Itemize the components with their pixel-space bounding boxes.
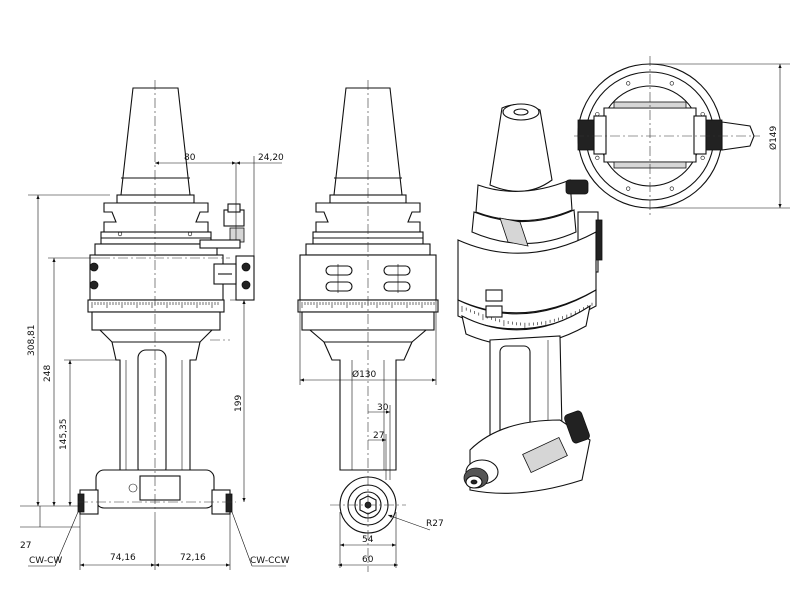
top-view-bolt-holes (595, 81, 705, 191)
dim-54: 54 (362, 535, 374, 545)
dim-27: 27 (373, 431, 384, 441)
label-cw-cw: CW-CW (29, 556, 62, 566)
top-view (574, 56, 760, 216)
dim-248: 248 (43, 365, 53, 382)
dim-199: 199 (234, 395, 244, 412)
side-view-dimensions: Ø130 30 27 R27 54 60 (299, 300, 444, 568)
isometric-view (457, 103, 603, 494)
dim-27-side: 27 (20, 541, 31, 551)
dim-60: 60 (362, 555, 374, 565)
dim-145-35: 145,35 (59, 419, 69, 451)
dim-80: 80 (184, 153, 196, 163)
front-view (77, 80, 255, 520)
side-view (297, 80, 439, 572)
label-cw-ccw: CW-CCW (250, 556, 290, 566)
dim-dia130: Ø130 (352, 369, 377, 380)
front-view-dimensions: 80 24,20 308,81 248 145,35 199 27 74,16 … (20, 153, 290, 570)
dim-308-81: 308,81 (27, 325, 37, 357)
side-slots (325, 264, 411, 293)
top-view-dimensions: Ø149 (650, 63, 790, 209)
dim-30: 30 (377, 403, 389, 413)
dim-r27: R27 (426, 519, 444, 529)
dim-24-20: 24,20 (258, 153, 284, 163)
scale-ticks-left (91, 302, 219, 308)
dim-dia149: Ø149 (768, 125, 779, 150)
dim-74-16: 74,16 (110, 553, 136, 563)
dim-72-16: 72,16 (180, 553, 206, 563)
